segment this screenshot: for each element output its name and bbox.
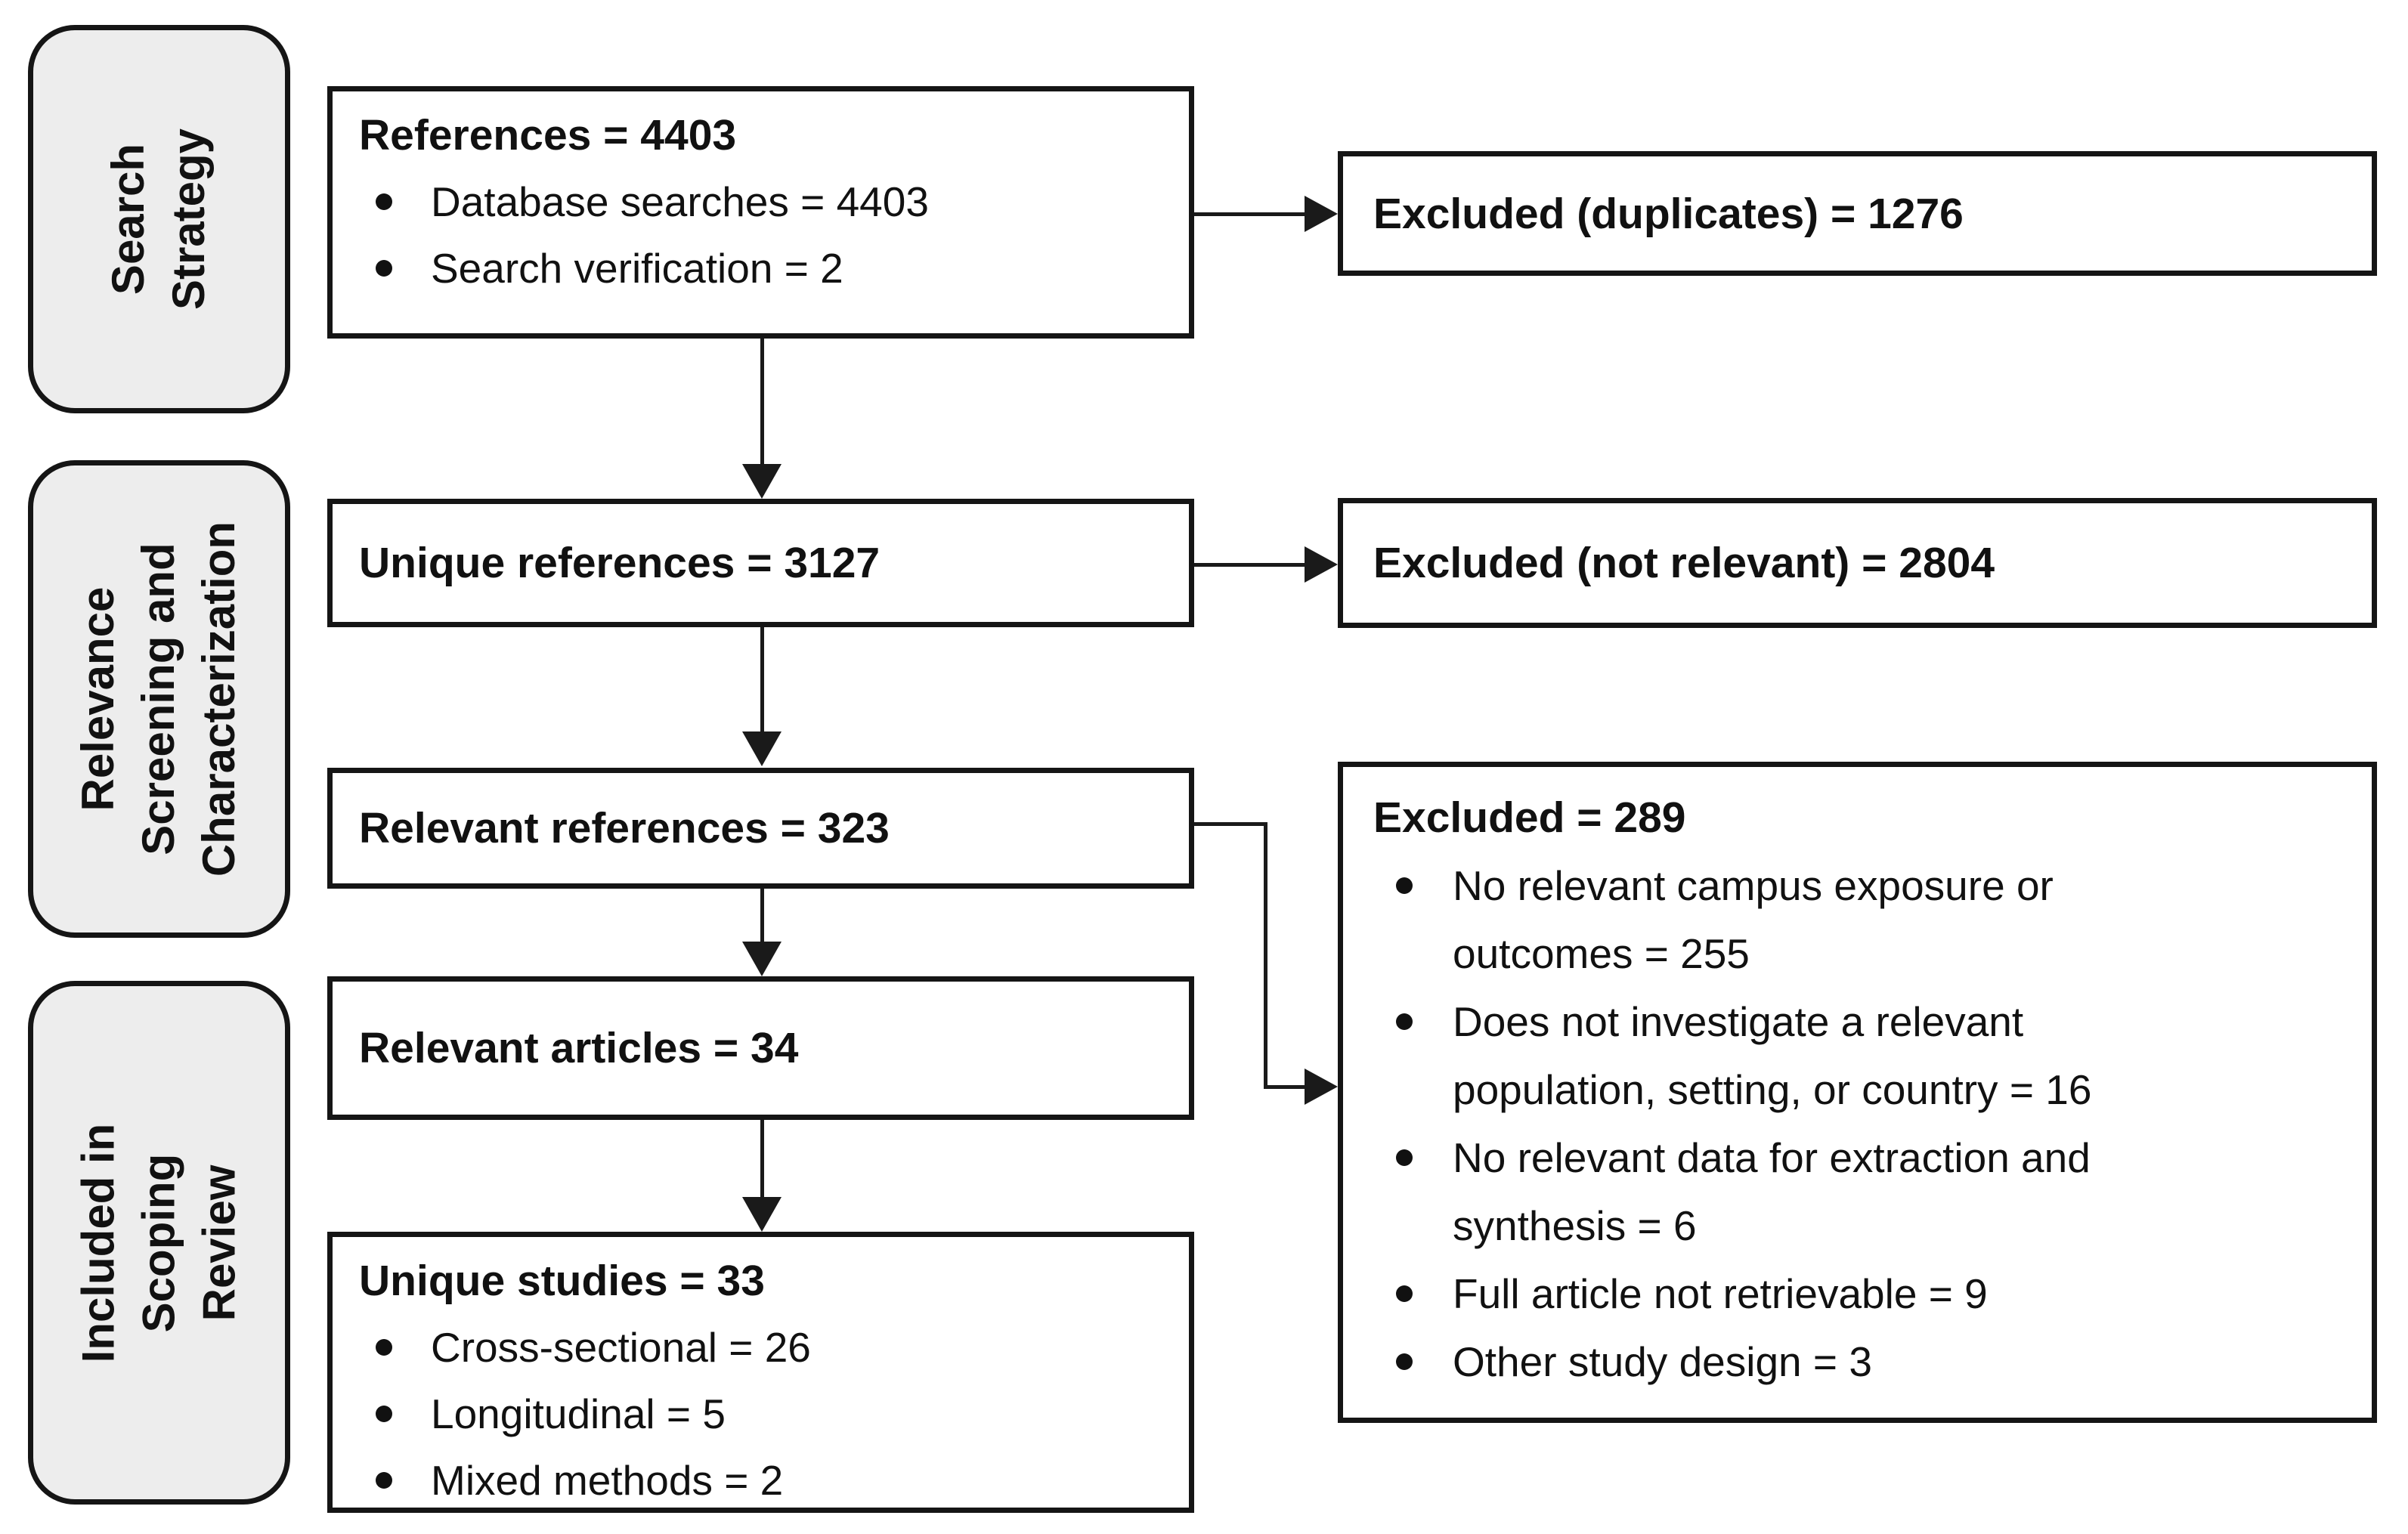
bullet-item: Database searches = 4403: [359, 169, 1166, 235]
box-unique-studies-bullets: Cross-sectional = 26 Longitudinal = 5 Mi…: [359, 1314, 1166, 1514]
arrow-right-icon: [1305, 546, 1338, 583]
arrow-right-icon: [1305, 1069, 1338, 1105]
box-excluded-duplicates-title: Excluded (duplicates) = 1276: [1373, 189, 1964, 238]
bullet-item: Other study design = 3: [1373, 1328, 2220, 1396]
arrow-down-icon: [742, 464, 782, 499]
arrow-right-icon: [1305, 196, 1338, 232]
bullet-item: Cross-sectional = 26: [359, 1314, 1166, 1381]
box-relevant-articles: Relevant articles = 34: [327, 976, 1194, 1120]
arrow-to-excluded-fulltext-segment: [1264, 1085, 1306, 1089]
box-unique-studies-title: Unique studies = 33: [359, 1257, 765, 1305]
box-references-title: References = 4403: [359, 111, 737, 159]
bullet-item: Longitudinal = 5: [359, 1381, 1166, 1447]
bullet-item: Mixed methods = 2: [359, 1447, 1166, 1514]
box-unique-studies: Unique studies = 33 Cross-sectional = 26…: [327, 1232, 1194, 1513]
box-excluded-fulltext-title: Excluded = 289: [1373, 793, 1686, 842]
box-references: References = 4403 Database searches = 44…: [327, 86, 1194, 339]
arrow-to-excluded-duplicates-line: [1194, 212, 1306, 216]
stage-label-search-strategy: Search Strategy: [28, 25, 290, 413]
stage-label-text: Search Strategy: [103, 128, 215, 311]
box-excluded-fulltext-bullets: No relevant campus exposure or outcomes …: [1373, 852, 2220, 1396]
arrow-unique-to-relevant-line: [760, 627, 764, 733]
bullet-item: No relevant data for extraction and synt…: [1373, 1124, 2220, 1260]
bullet-item: No relevant campus exposure or outcomes …: [1373, 852, 2220, 988]
stage-label-included-in-review: Included in Scoping Review: [28, 981, 290, 1505]
box-excluded-duplicates: Excluded (duplicates) = 1276: [1338, 151, 2377, 276]
arrow-articles-to-studies-line: [760, 1120, 764, 1198]
stage-label-text: Relevance Screening and Characterization: [73, 521, 245, 877]
arrow-references-to-unique-line: [760, 339, 764, 467]
box-relevant-references: Relevant references = 323: [327, 768, 1194, 889]
arrow-relevant-to-articles-line: [760, 889, 764, 945]
box-relevant-references-title: Relevant references = 323: [359, 804, 890, 852]
bullet-item: Does not investigate a relevant populati…: [1373, 988, 2220, 1124]
box-references-bullets: Database searches = 4403 Search verifica…: [359, 169, 1166, 302]
box-relevant-articles-title: Relevant articles = 34: [359, 1024, 799, 1072]
box-unique-references: Unique references = 3127: [327, 499, 1194, 627]
stage-label-text: Included in Scoping Review: [73, 1123, 245, 1362]
arrow-down-icon: [742, 1197, 782, 1232]
arrow-to-excluded-fulltext-segment: [1194, 822, 1267, 826]
box-excluded-not-relevant: Excluded (not relevant) = 2804: [1338, 498, 2377, 628]
bullet-item: Full article not retrievable = 9: [1373, 1260, 2220, 1328]
box-excluded-fulltext: Excluded = 289 No relevant campus exposu…: [1338, 762, 2377, 1423]
stage-label-relevance-screening: Relevance Screening and Characterization: [28, 460, 290, 938]
box-excluded-not-relevant-title: Excluded (not relevant) = 2804: [1373, 539, 1995, 587]
bullet-item: Search verification = 2: [359, 235, 1166, 302]
box-unique-references-title: Unique references = 3127: [359, 539, 881, 587]
arrow-down-icon: [742, 942, 782, 976]
arrow-down-icon: [742, 731, 782, 766]
arrow-to-excluded-not-relevant-line: [1194, 563, 1306, 567]
arrow-to-excluded-fulltext-segment: [1264, 822, 1267, 1088]
